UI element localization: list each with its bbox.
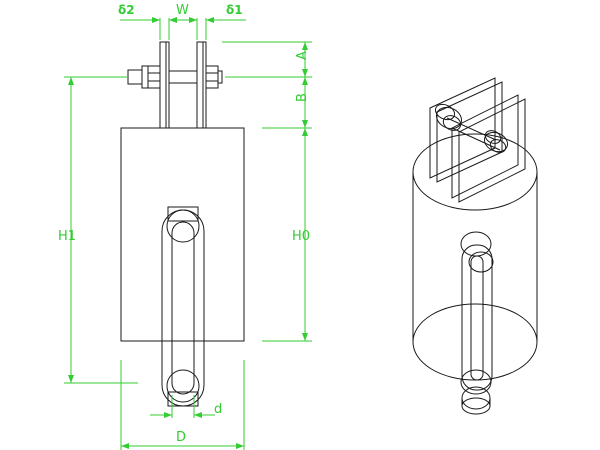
label-h0: H0: [292, 229, 310, 244]
iso-plate-front: [451, 94, 519, 199]
bolt-assembly: [127, 65, 223, 89]
left-plate-inner: [165, 41, 170, 129]
slot-bottom-circle: [166, 369, 200, 403]
bolt-head: [127, 69, 143, 85]
label-b: B: [295, 93, 310, 102]
front-view: [120, 41, 245, 407]
bolt-nut-right: [205, 65, 219, 89]
iso-slot-inner: [470, 255, 484, 381]
slot-outer: [161, 209, 205, 407]
cylinder-bottom: [412, 303, 538, 381]
dimensions: δ2 W δ1 A B H0 H1 d: [58, 3, 312, 450]
slot-top-circle: [166, 209, 200, 243]
iso-slot-outer: [461, 244, 493, 391]
bolt-nut-left: [147, 65, 161, 89]
label-d-large: D: [176, 430, 186, 445]
slot-loop: [161, 206, 205, 407]
slot-inner: [171, 221, 195, 395]
iso-slot-bottom-ring: [460, 369, 492, 395]
iso-bolt-nut-left: [435, 106, 463, 130]
label-h1: H1: [58, 229, 76, 244]
iso-bolt: [434, 103, 509, 153]
iso-slot-top-ring: [460, 231, 492, 257]
iso-plate-back: [429, 77, 496, 179]
label-delta2: δ2: [118, 3, 135, 17]
bolt-washer-left: [141, 65, 149, 89]
label-a: A: [295, 51, 310, 60]
iso-plates: [429, 77, 526, 203]
left-plate: [159, 41, 167, 129]
label-d-small: d: [214, 402, 222, 417]
label-w: W: [176, 3, 189, 18]
cylinder-body: [412, 133, 538, 381]
label-delta1: δ1: [226, 3, 243, 17]
right-plate: [196, 41, 204, 129]
iso-slot: [460, 231, 494, 415]
bolt-shank: [168, 70, 198, 84]
bolt-tail: [217, 70, 223, 84]
slot-bottom-cap: [167, 391, 199, 407]
slot-top-cap: [167, 206, 199, 222]
body-rectangle: [120, 127, 245, 342]
isometric-view: [412, 77, 538, 415]
